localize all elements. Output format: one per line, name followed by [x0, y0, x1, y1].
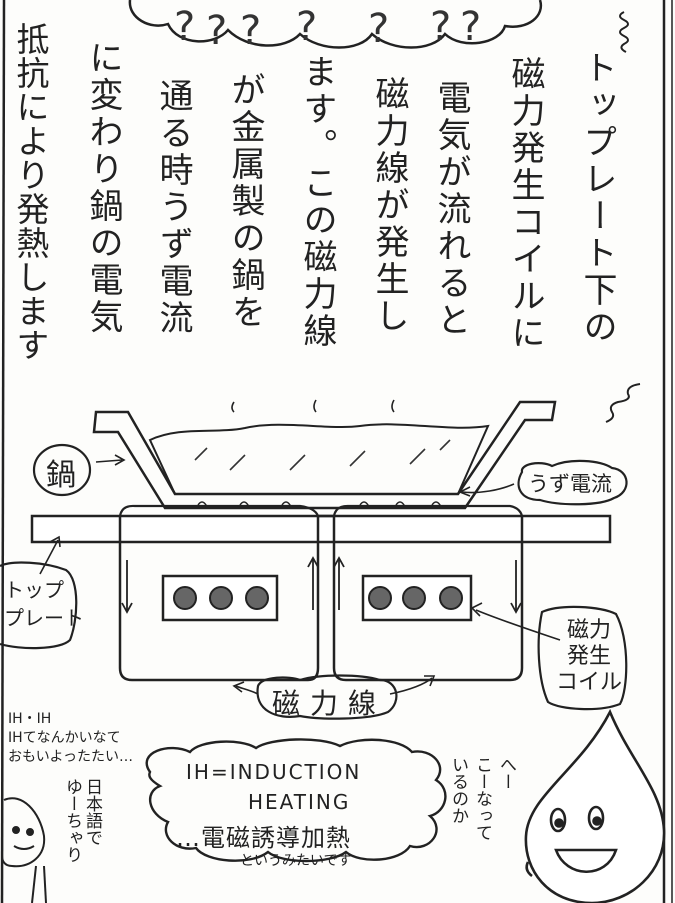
- eddy-current-label: うず電流: [528, 472, 612, 496]
- explanation-column-3: 電気が流れると: [431, 80, 471, 339]
- explanation-column-5: ます。この磁力線: [297, 54, 337, 350]
- swirl-mid-right: [605, 383, 641, 423]
- explanation-column-2: 磁力発生コイルに: [505, 56, 545, 352]
- definition-line-2: HEATING: [248, 790, 351, 814]
- question-mark: ?: [460, 4, 482, 50]
- pot-outline: [92, 400, 557, 510]
- magnetic-field-lines-label: 磁力線: [272, 687, 387, 720]
- explanation-column-4: 磁力線が発生し: [369, 76, 409, 335]
- question-mark: ?: [206, 8, 228, 54]
- definition-line-1: IH=INDUCTION: [186, 760, 362, 784]
- explanation-column-1: トップレート下の: [577, 50, 617, 346]
- question-mark: ?: [240, 8, 262, 54]
- question-mark: ?: [174, 4, 196, 50]
- explanation-column-6: が金属製の鍋を: [225, 72, 265, 331]
- swirl-top-right: [619, 11, 629, 53]
- small-character-speech: IH・IH IHてなんかいなて おもいよったたい…: [8, 711, 134, 765]
- japanese-note: 日本語で ゆーちゃり: [62, 778, 102, 863]
- definition-cloud: [145, 738, 447, 863]
- drop-character: [524, 708, 666, 903]
- magnetic-coil-label: 磁力 発生 コイル: [556, 618, 623, 695]
- explanation-column-8: に変わり鍋の電気: [83, 40, 123, 336]
- top-plate: [30, 514, 612, 544]
- definition-line-3: …電磁誘導加熱: [176, 824, 351, 852]
- question-mark: ?: [430, 4, 452, 50]
- drop-character-speech: へー こーなって いるのか: [448, 756, 516, 841]
- explanation-column-7: 通る時うず電流: [153, 78, 193, 337]
- definition-line-4: というみたいです: [240, 853, 352, 869]
- top-plate-label: トップ プレート: [4, 578, 84, 630]
- question-mark: ?: [368, 6, 390, 52]
- small-character: [1, 797, 47, 903]
- explanation-column-9: 抵抗により発熱します: [11, 22, 50, 362]
- question-mark: ?: [296, 4, 318, 50]
- pot-label: 鍋: [46, 458, 76, 493]
- question-cloud: [128, 0, 543, 49]
